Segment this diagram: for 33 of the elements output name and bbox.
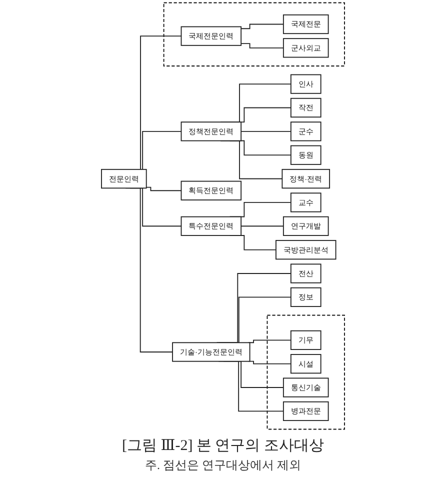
node-box	[290, 98, 322, 118]
connector	[240, 130, 292, 132]
node-box	[276, 240, 336, 260]
connector	[240, 226, 284, 227]
node-box	[282, 401, 329, 421]
node-box	[290, 330, 322, 350]
connector	[240, 24, 284, 30]
connector	[146, 186, 182, 192]
node-box	[282, 168, 330, 189]
node-box	[282, 216, 329, 236]
connector	[240, 43, 284, 48]
node-box	[180, 26, 242, 46]
node-box	[290, 264, 322, 284]
note-text: 주. 점선은 연구대상에서 제외	[144, 457, 302, 474]
node-box	[101, 168, 147, 189]
node-box	[282, 38, 329, 58]
node-box	[290, 287, 322, 307]
node-box	[290, 354, 322, 374]
node-box	[180, 122, 242, 142]
connector	[248, 360, 292, 364]
node-box	[290, 74, 322, 94]
node-box	[180, 216, 242, 236]
node-box	[180, 180, 242, 200]
node-box	[172, 342, 250, 362]
cluster	[266, 314, 345, 430]
node-box	[290, 192, 322, 212]
figure-caption: [그림 Ⅲ-2] 본 연구의 조사대상	[122, 437, 324, 455]
node-box	[290, 122, 322, 142]
cluster	[163, 2, 345, 66]
connector	[248, 340, 292, 344]
node-box	[290, 145, 322, 165]
node-box	[282, 378, 329, 398]
node-box	[282, 14, 329, 34]
